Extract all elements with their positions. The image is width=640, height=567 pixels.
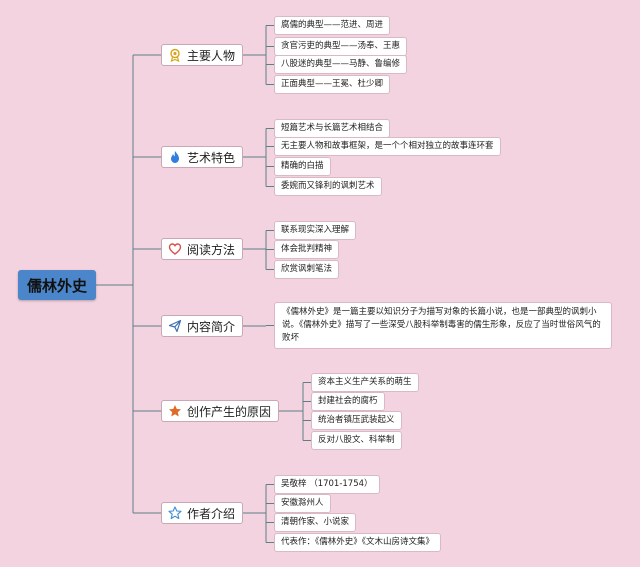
leaf-item[interactable]: 资本主义生产关系的萌生 [311,373,419,392]
branch-label: 作者介绍 [187,506,236,521]
star-filled-icon [168,404,182,418]
branch-main-characters[interactable]: 主要人物 [161,44,244,66]
leaf-item[interactable]: 安徽滁州人 [274,494,331,513]
branch-summary[interactable]: 内容简介 [161,315,244,337]
heart-icon [168,242,182,256]
leaf-item[interactable]: 八股迷的典型——马静、鲁编修 [274,55,408,74]
leaf-item[interactable]: 《儒林外史》是一篇主要以知识分子为描写对象的长篇小说，也是一部典型的讽刺小说。《… [274,302,612,349]
root-node[interactable]: 儒林外史 [18,270,96,300]
leaf-item[interactable]: 联系现实深入理解 [274,221,357,240]
star-outline-icon [168,506,182,520]
branch-art-features[interactable]: 艺术特色 [161,146,244,168]
leaf-item[interactable]: 无主要人物和故事框架，是一个个相对独立的故事连环套 [274,137,501,156]
branch-reading-method[interactable]: 阅读方法 [161,238,244,260]
leaf-item[interactable]: 精确的白描 [274,157,331,176]
leaf-item[interactable]: 腐儒的典型——范进、周进 [274,16,391,35]
branch-label: 内容简介 [187,319,236,334]
leaf-item[interactable]: 吴敬梓 （1701-1754） [274,475,380,494]
leaf-item[interactable]: 清朝作家、小说家 [274,513,357,532]
branch-label: 主要人物 [187,48,236,63]
leaf-item[interactable]: 体会批判精神 [274,240,340,259]
leaf-item[interactable]: 正面典型——王冕、杜少卿 [274,75,391,94]
branch-creation-causes[interactable]: 创作产生的原因 [161,400,280,422]
branch-label: 创作产生的原因 [187,404,272,419]
leaf-item[interactable]: 欣赏讽刺笔法 [274,260,340,279]
leaf-item[interactable]: 封建社会的腐朽 [311,392,385,411]
leaf-item[interactable]: 短篇艺术与长篇艺术相结合 [274,119,391,138]
leaf-item[interactable]: 反对八股文、科举制 [311,431,402,450]
branch-label: 艺术特色 [187,150,236,165]
leaf-item[interactable]: 贪官污吏的典型——汤奉、王惠 [274,37,408,56]
branch-author-intro[interactable]: 作者介绍 [161,502,244,524]
leaf-item[interactable]: 统治者镇压武装起义 [311,411,402,430]
award-icon [168,48,182,62]
flame-icon [168,150,182,164]
branch-label: 阅读方法 [187,242,236,257]
leaf-item[interactable]: 委婉而又锋利的讽刺艺术 [274,177,382,196]
send-icon [168,319,182,333]
leaf-item[interactable]: 代表作：《儒林外史》《文木山房诗文集》 [274,533,442,552]
